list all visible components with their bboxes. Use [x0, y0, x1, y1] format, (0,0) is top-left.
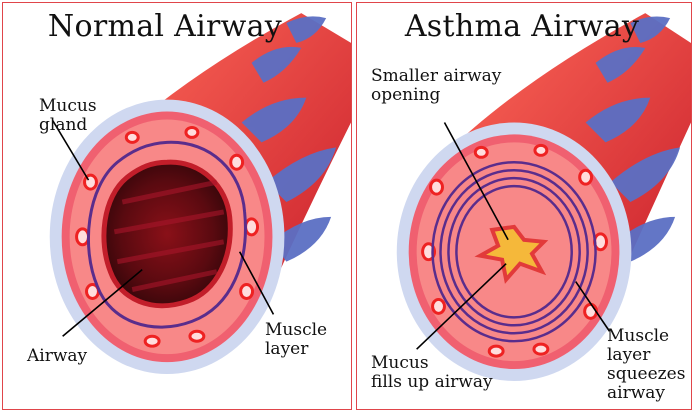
label-muscle-layer-squeezes: Muscle layer squeezes airway — [607, 327, 685, 403]
label-smaller-airway-opening: Smaller airway opening — [371, 67, 501, 105]
normal-airway-panel: Normal Airway — [2, 2, 352, 410]
label-mucus-gland: Mucus gland — [39, 97, 97, 135]
label-airway: Airway — [27, 347, 87, 366]
asthma-airway-title: Asthma Airway — [356, 9, 689, 44]
asthma-airway-panel: Asthma Airway — [356, 2, 692, 410]
label-muscle-layer-normal: Muscle layer — [265, 321, 327, 359]
normal-airway-title: Normal Airway — [2, 9, 339, 44]
label-mucus-fills-airway: Mucus fills up airway — [371, 354, 493, 392]
